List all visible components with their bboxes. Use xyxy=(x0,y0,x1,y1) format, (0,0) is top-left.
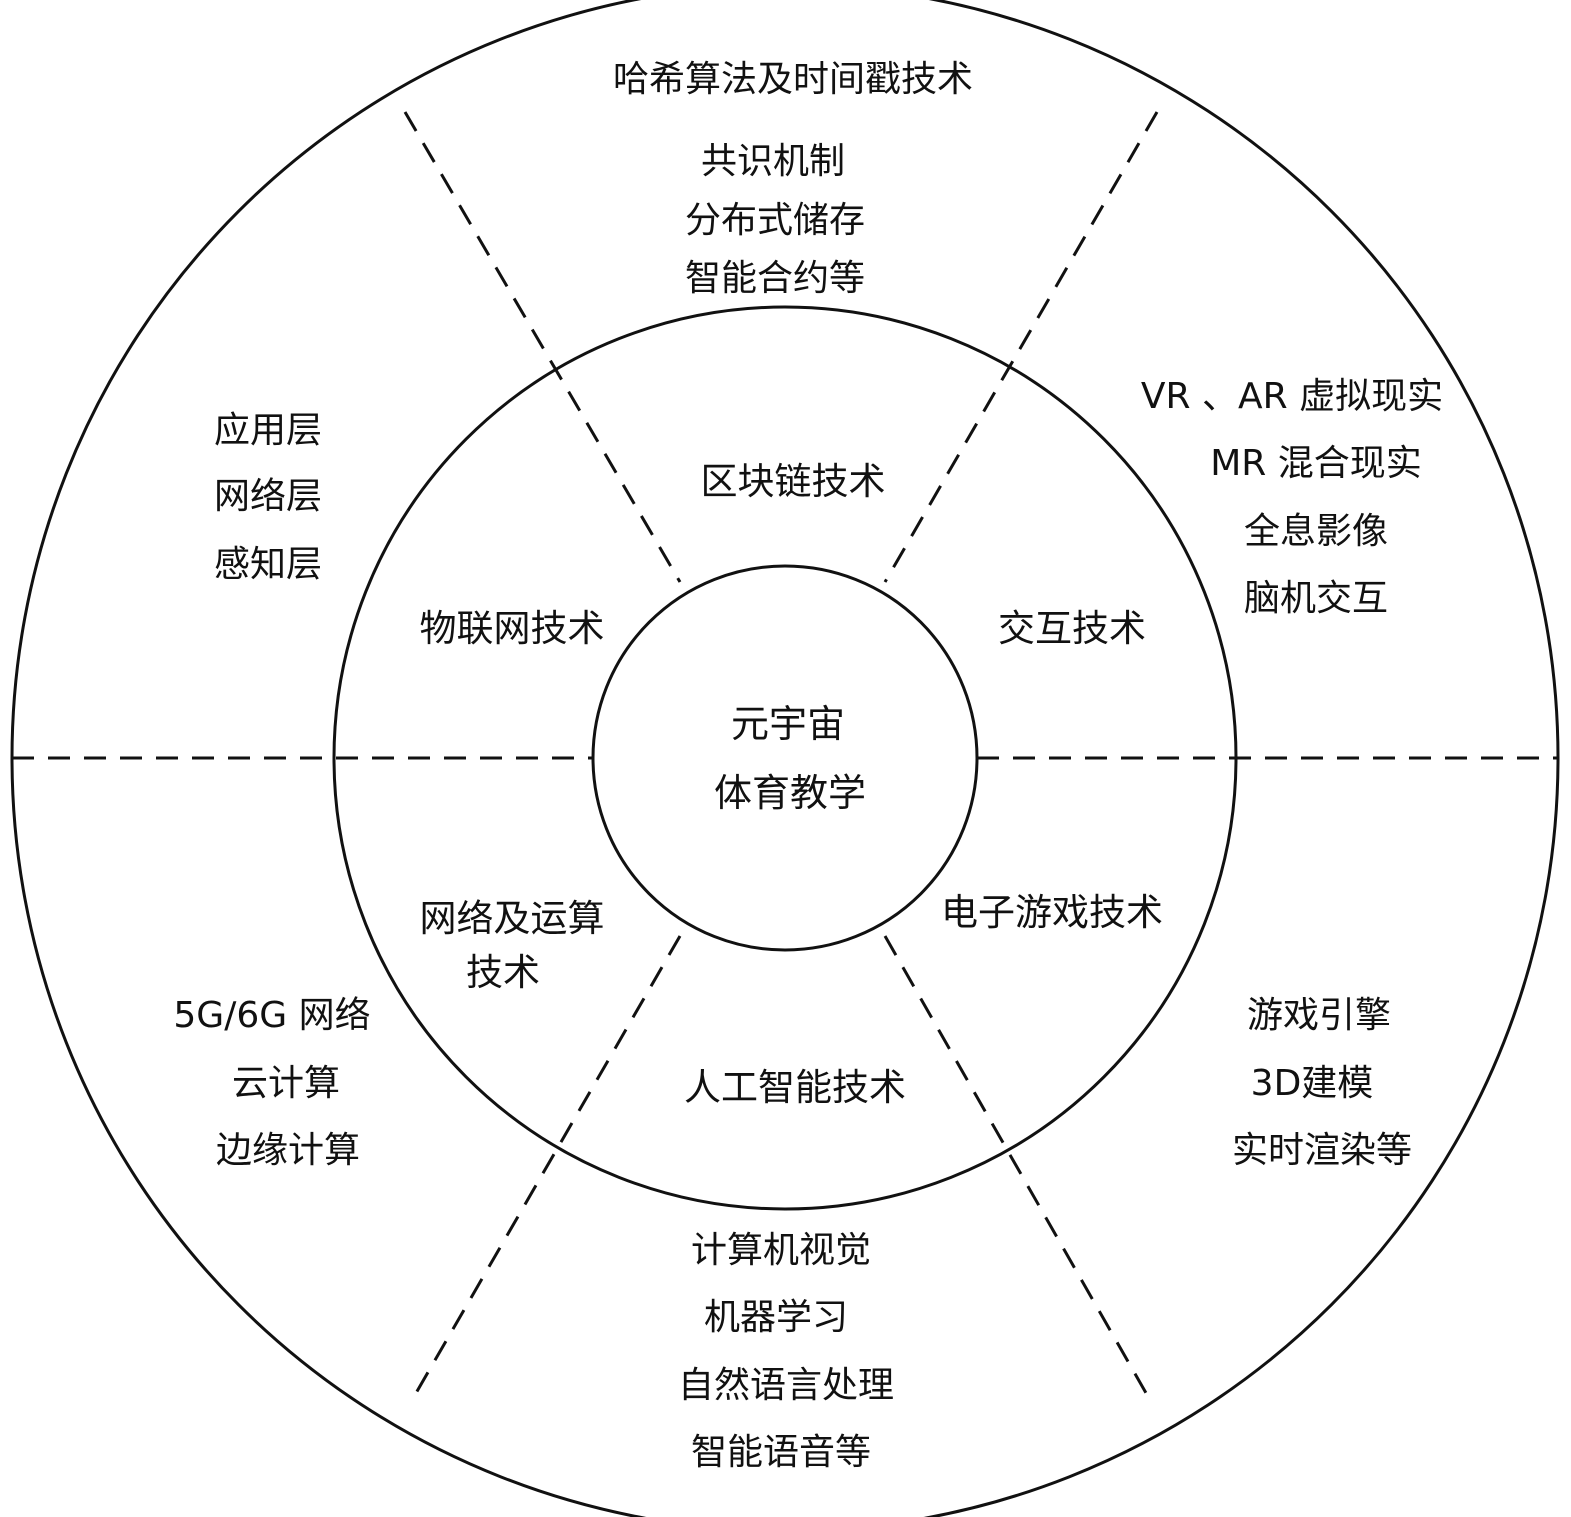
gaming-item-1: 游戏引擎 xyxy=(1247,995,1391,1036)
interaction-item-3: 全息影像 xyxy=(1244,511,1388,552)
network-item-3: 边缘计算 xyxy=(216,1130,360,1171)
network-computing-label-line1: 网络及运算 xyxy=(420,897,605,940)
dashed-dividers xyxy=(12,111,1558,1401)
interaction-item-4: 脑机交互 xyxy=(1244,578,1388,619)
interaction-item-2: MR 混合现实 xyxy=(1210,443,1422,484)
ai-item-1: 计算机视觉 xyxy=(691,1230,871,1271)
center-title: 元宇宙 xyxy=(731,702,845,746)
ai-item-3: 自然语言处理 xyxy=(678,1365,894,1406)
interaction-label: 交互技术 xyxy=(998,607,1146,650)
interaction-item-1: VR 、AR 虚拟现实 xyxy=(1141,376,1443,417)
gaming-label: 电子游戏技术 xyxy=(941,891,1163,934)
gaming-item-3: 实时渲染等 xyxy=(1232,1130,1412,1171)
network-item-1: 5G/6G 网络 xyxy=(173,995,370,1036)
iot-item-1: 应用层 xyxy=(214,410,322,451)
hash-timestamp-label: 哈希算法及时间戳技术 xyxy=(613,59,973,100)
network-item-2: 云计算 xyxy=(232,1063,340,1104)
iot-label: 物联网技术 xyxy=(420,607,605,650)
divider-upper-right xyxy=(883,111,1159,583)
divider-lower-right xyxy=(883,935,1152,1401)
ai-item-2: 机器学习 xyxy=(704,1297,848,1338)
iot-item-3: 感知层 xyxy=(214,544,322,585)
network-computing-label-line2: 技术 xyxy=(466,951,540,994)
divider-upper-left xyxy=(403,111,682,583)
divider-lower-left xyxy=(410,935,682,1401)
center-subtitle: 体育教学 xyxy=(714,771,866,815)
blockchain-item-1: 共识机制 xyxy=(701,141,845,182)
gaming-item-2: 3D建模 xyxy=(1251,1063,1374,1104)
iot-item-2: 网络层 xyxy=(214,476,322,517)
ai-item-4: 智能语音等 xyxy=(691,1432,871,1473)
inner-circle xyxy=(591,564,979,952)
ai-label: 人工智能技术 xyxy=(684,1066,906,1109)
blockchain-label: 区块链技术 xyxy=(701,460,886,503)
blockchain-item-2: 分布式储存 xyxy=(685,200,865,241)
blockchain-item-3: 智能合约等 xyxy=(685,258,865,299)
